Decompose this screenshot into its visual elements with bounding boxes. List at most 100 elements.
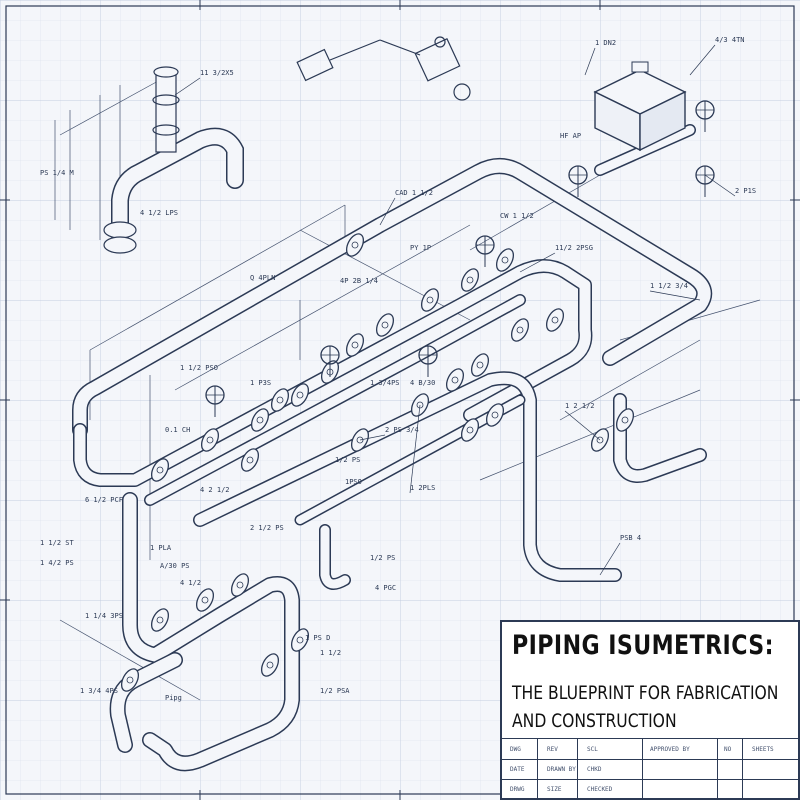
flange-bore [491, 411, 499, 419]
callout-label: 1 1/2 ST [40, 539, 75, 547]
callout-label: 1 1/4 3PS [85, 612, 123, 620]
handwheel-valve [418, 345, 438, 377]
tb-cell: REV [547, 746, 558, 753]
leader-line [649, 290, 701, 301]
pipe-flange [510, 318, 530, 342]
pipe-flange [460, 268, 480, 292]
pipe-flange [345, 233, 365, 257]
tb-cell: DATE [510, 766, 525, 773]
flange-bore [466, 426, 474, 434]
tb-cell: NO [724, 746, 732, 753]
flange-bore [236, 581, 244, 589]
pipe-flange [615, 408, 635, 432]
pipe-flange [495, 248, 515, 272]
callout-label: 1 3/4 4PS [80, 687, 118, 695]
drawing-title: PIPING ISUMETRICS: [512, 630, 774, 661]
pipe-flange [545, 308, 565, 332]
flange-bore [516, 326, 524, 334]
flange-bore [256, 416, 264, 424]
pipe-flange [290, 628, 310, 652]
top-instrument [296, 36, 471, 101]
callout-label: 1 2PLS [410, 484, 435, 492]
pipe-flange [290, 383, 310, 407]
flange-bore [266, 661, 274, 669]
tb-cell: APPROVED BY [650, 746, 690, 753]
callout-label: PY 1P [410, 244, 431, 252]
handwheel-valve [568, 165, 588, 197]
flange-bore [246, 456, 254, 464]
pipe-flange [120, 668, 140, 692]
pipe-flange [445, 368, 465, 392]
flange-bore [621, 416, 629, 424]
leader-line [409, 404, 421, 494]
flange-bore [596, 436, 604, 444]
callout-label: HF AP [560, 132, 581, 140]
pipe-flange [260, 653, 280, 677]
callout-label: 4 1/2 LPS [140, 209, 178, 217]
callout-label: 1 2 1/2 [565, 402, 595, 410]
callout-label: A/30 PS [160, 562, 190, 570]
callout-label: 4/3 4TN [715, 36, 745, 44]
flange-bore [426, 296, 434, 304]
flange-bore [476, 361, 484, 369]
leader-line [174, 77, 201, 96]
callout-label: 1 1/2 3/4 [650, 282, 688, 290]
callout-label: PS 1/4 M [40, 169, 74, 177]
callout-label: 1 1/2 PSO [180, 364, 218, 372]
pipe-flange [240, 448, 260, 472]
flange-bore [351, 341, 359, 349]
callout-label: 1 DN2 [595, 39, 616, 47]
callout-label: 4 2 1/2 [200, 486, 230, 494]
leader-line [599, 542, 621, 576]
leader-line [564, 410, 601, 441]
pipe-flange [375, 313, 395, 337]
title-block: PIPING ISUMETRICS: THE BLUEPRINT FOR FAB… [500, 620, 800, 800]
callout-label: 1PSO [345, 478, 362, 486]
callout-label: 4 1/2 [180, 579, 201, 587]
tb-cell: CHECKED [587, 786, 613, 793]
flange-bore [276, 396, 284, 404]
flange-bore [356, 436, 364, 444]
tb-cell: SCL [587, 746, 598, 753]
leader-lines [174, 44, 736, 576]
pipe-flange [150, 458, 170, 482]
callout-label: 1 3/4PS [370, 379, 400, 387]
tb-cell: DRAWN BY [547, 766, 576, 773]
handwheel-valve [320, 345, 340, 377]
tb-cell: SHEETS [752, 746, 774, 753]
handwheel-valve [205, 385, 225, 417]
flange-bore [156, 466, 164, 474]
callout-label: Q 4PLN [250, 274, 275, 282]
leader-line [584, 47, 596, 76]
leader-line [379, 197, 396, 226]
callout-label: CW 1 1/2 [500, 212, 534, 220]
flange-bore [296, 391, 304, 399]
tb-cell: DRWG [510, 786, 525, 793]
flange-bore [296, 636, 304, 644]
callout-label: 6 1/2 PCF [85, 496, 123, 504]
callout-label: CAD 1 1/2 [395, 189, 433, 197]
pipe-flange [460, 418, 480, 442]
pipe-flange [150, 608, 170, 632]
callout-label: 1/2 PSA [320, 687, 350, 695]
callout-label: PSB 4 [620, 534, 641, 542]
callout-label: 2 1/2 PS [250, 524, 284, 532]
leader-line [359, 434, 386, 441]
leader-line [704, 174, 736, 197]
flange-bore [351, 241, 359, 249]
callout-label: 1 4/2 PS [40, 559, 74, 567]
pipe-flange [420, 288, 440, 312]
upper-left-riser [103, 66, 244, 254]
flanges-and-valves [120, 100, 715, 692]
pipe-flange [195, 588, 215, 612]
callout-label: 4 PGC [375, 584, 396, 592]
callout-label: 2 P1S [735, 187, 756, 195]
flange-bore [126, 676, 134, 684]
flange-bore [156, 616, 164, 624]
flange-bore [466, 276, 474, 284]
callout-label: 1 1/2 [320, 649, 341, 657]
pipe-flange [270, 388, 290, 412]
